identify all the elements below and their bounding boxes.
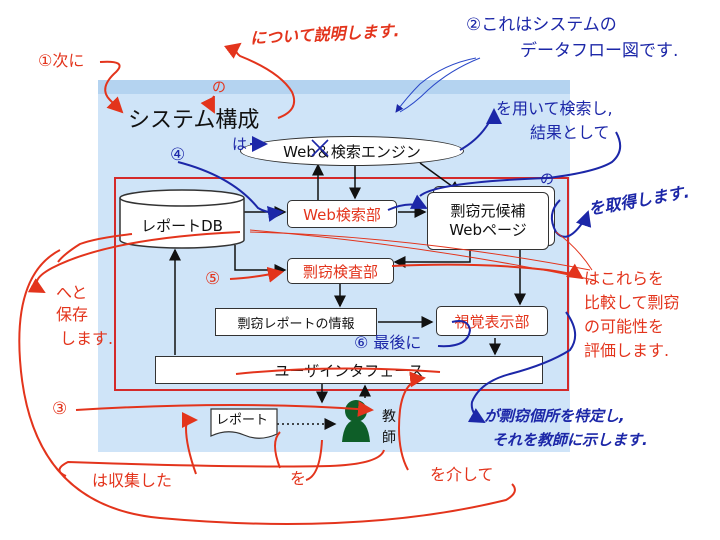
diagram-title: システム構成 [128,108,260,133]
candidate-pages-label-2: Webページ [449,221,527,239]
slide-header-band [98,80,570,94]
annotation-via: を介して [430,465,494,484]
report-document-shape [210,408,278,439]
annotation-collected: は収集した [92,471,173,490]
annotation-step4: ④ [170,145,186,165]
annotation-step4-particle: の [540,172,554,188]
annotation-store-line2: 保存 [56,305,89,324]
annotation-step1: ①次に [38,51,85,70]
candidate-pages-label-1: 剽窃元候補 [450,201,526,220]
annotation-compare-line1: はこれらを [584,269,665,288]
annotation-ha: は [232,135,248,153]
annotation-step5: ⑤ [205,269,221,289]
annotation-step1-particle: の [212,80,226,96]
user-interface-node: ユーザインタフェース [155,356,543,384]
search-engine-node: Web＆検索エンジン [240,136,464,166]
annotation-identify-line1: が剽窃個所を特定し, [484,407,625,425]
annotation-step2-line1: ②これはシステムの [466,15,617,35]
annotation-step6: ⑥ 最後に [354,333,422,352]
report-info-node: 剽窃レポートの情報 [215,308,377,336]
annotation-store-line1: へと [56,283,88,302]
report-db-cylinder [119,189,245,249]
web-search-label: Web検索部 [303,205,381,224]
teacher-label-2: 師 [382,430,396,446]
web-search-node: Web検索部 [287,200,397,228]
annotation-use-search-line1: を用いて検索し, [496,99,613,118]
plagiarism-check-label: 剽窃検査部 [302,262,378,281]
annotation-step2-line2: データフロー図です. [520,41,679,61]
system-frame [114,177,569,391]
annotation-store-line3: します. [60,329,114,348]
candidate-pages-node: 剽窃元候補 Webページ [427,192,549,250]
visual-display-label: 視覚表示部 [454,312,530,331]
teacher-label-1: 教 [382,409,396,425]
annotation-compare-line3: の可能性を [584,317,665,336]
report-info-label: 剽窃レポートの情報 [237,316,355,332]
annotation-step3: ③ [52,399,68,419]
annotation-compare-line4: 評価します. [584,341,670,360]
report-db-label: レポートDB [141,216,223,235]
plagiarism-check-node: 剽窃検査部 [287,258,394,284]
annotation-use-search-line2: 結果として [530,123,610,142]
search-engine-label: Web＆検索エンジン [283,142,421,161]
annotation-compare-line2: 比較して剽窃 [584,293,680,312]
user-interface-label: ユーザインタフェース [274,361,424,380]
annotation-identify-line2: それを教師に示します. [492,431,648,449]
annotation-wo: を [290,469,307,488]
report-document-label: レポート [216,413,269,428]
